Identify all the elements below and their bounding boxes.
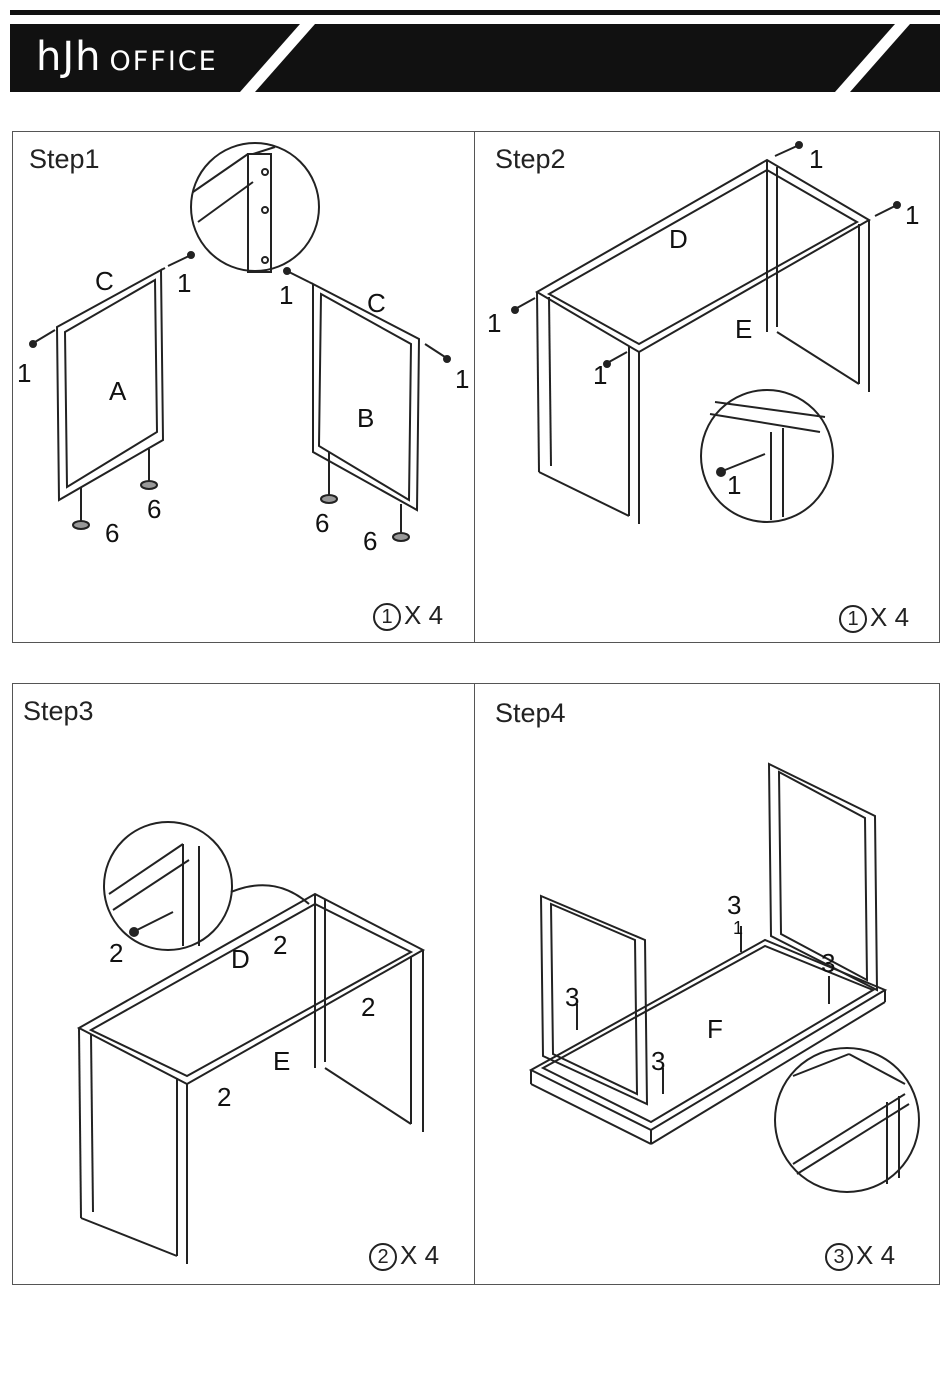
label-e: E (273, 1046, 290, 1076)
label-screw: 3 (565, 982, 579, 1012)
label-screw: 1 (279, 280, 293, 310)
label-screw: 1 (455, 364, 469, 394)
label-screw: 3 (727, 890, 741, 920)
label-screw: 1 (17, 358, 31, 388)
part-number-badge: 1 (839, 605, 867, 633)
label-d: D (231, 944, 250, 974)
label-screw: 3 (821, 948, 835, 978)
label-screw: 1 (177, 268, 191, 298)
brand-mark: hJh (36, 34, 102, 80)
step1-labels: C A C B 1 1 1 1 6 6 6 6 (13, 132, 475, 642)
label-foot: 6 (105, 518, 119, 548)
label-foot: 6 (363, 526, 377, 556)
label-screw: 2 (361, 992, 375, 1022)
header-banner: hJh OFFICE (10, 24, 940, 92)
label-c-right: C (367, 288, 386, 318)
step2-labels: D E 1 1 1 1 1 (475, 132, 939, 642)
label-circled-part: 1 (733, 918, 743, 938)
label-a: A (109, 376, 127, 406)
label-screw: 1 (809, 144, 823, 174)
part-number-badge: 3 (825, 1243, 853, 1271)
label-screw: 1 (593, 360, 607, 390)
brand-text: OFFICE (110, 46, 218, 77)
label-screw: 1 (905, 200, 919, 230)
step4-labels: F 3 3 3 3 1 (475, 684, 939, 1284)
label-f: F (707, 1014, 723, 1044)
label-foot: 6 (315, 508, 329, 538)
step3-labels: D E 2 2 2 2 (13, 684, 475, 1284)
part-number-badge: 2 (369, 1243, 397, 1271)
label-screw: 2 (217, 1082, 231, 1112)
label-foot: 6 (147, 494, 161, 524)
label-screw: 2 (273, 930, 287, 960)
label-screw: 1 (487, 308, 501, 338)
part-number-badge: 1 (373, 603, 401, 631)
label-e: E (735, 314, 752, 344)
label-b: B (357, 403, 374, 433)
label-screw: 2 (109, 938, 123, 968)
brand-logo: hJh OFFICE (36, 34, 218, 80)
label-c-left: C (95, 266, 114, 296)
top-rule (10, 10, 940, 15)
label-d: D (669, 224, 688, 254)
label-screw: 3 (651, 1046, 665, 1076)
label-screw: 1 (727, 470, 741, 500)
